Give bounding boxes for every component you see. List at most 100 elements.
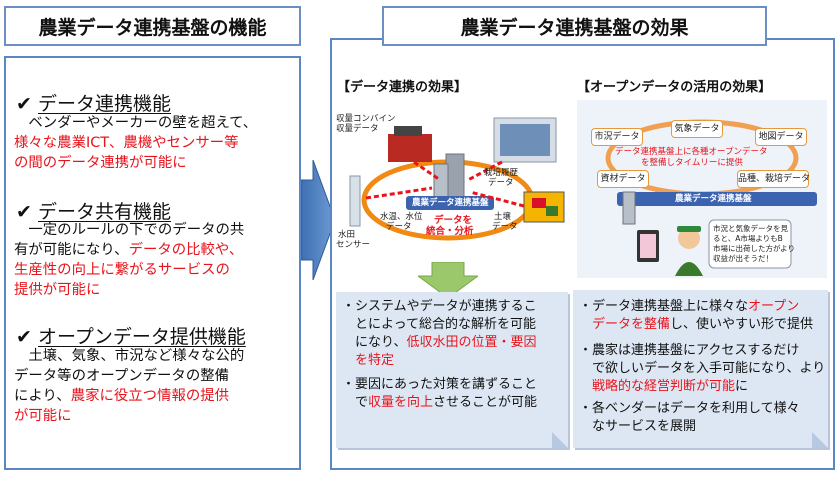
right-title: 農業データ連携基盤の効果 <box>382 6 767 46</box>
effect2-title: 【オープンデータの活用の効果】 <box>577 80 772 95</box>
integrate-label: データを <box>434 215 473 226</box>
section-body: 土壌、気象、市況など様々な公的データ等のオープンデータの整備により、農家に役立つ… <box>14 346 292 426</box>
section-body: ベンダーやメーカーの壁を超えて、様々な農業ICT、農機やセンサー等の間のデータ連… <box>14 113 292 173</box>
water-label: データ <box>386 222 412 232</box>
body-text: させることが可能 <box>433 395 538 410</box>
highlight-text: の間のデータ連携が可能に <box>14 155 187 171</box>
text-line: が可能に <box>14 406 292 426</box>
down-arrow-icon <box>416 261 480 302</box>
text-line: 有が可能になり、データの比較や、 <box>14 240 292 260</box>
section-title-text: データ共有機能 <box>38 201 172 223</box>
section-title-data-linkage: ✔ データ連携機能 <box>16 89 171 116</box>
right-title-text: 農業データ連携基盤の効果 <box>460 16 689 39</box>
highlight-text: 収量を向上 <box>368 395 434 410</box>
section-title-text: オープンデータ提供機能 <box>38 326 246 348</box>
center-label: を整備しタイムリーに提供 <box>641 158 743 168</box>
text-line: データ等のオープンデータの整備 <box>14 366 292 386</box>
body-text: ・農家は連携基盤にアクセスするだけ <box>579 343 800 358</box>
body-text: ・システムやデータが連携するこ <box>342 299 537 314</box>
harvest-label: 収量データ <box>336 124 379 134</box>
text-line: なサービスを展開 <box>579 418 825 436</box>
market-data-pill: 市況データ <box>591 128 643 146</box>
body-text: 土壌、気象、市況など様々な公的 <box>14 348 245 364</box>
effect1-bullet: ・システムやデータが連携するこ とによって総合的な解析を可能 になり、低収水田の… <box>342 298 564 370</box>
body-text: に <box>735 379 749 394</box>
data-linkage-diagram-svg <box>349 117 565 241</box>
highlight-text: 低収水田の位置・要因 <box>406 335 537 350</box>
data-linkage-diagram: 収量コンバイン 収量データ 栽培履歴 データ 水温、水位 データ 土壌 データ … <box>336 112 568 262</box>
history-label: データ <box>488 178 514 188</box>
effect1-note: ・システムやデータが連携するこ とによって総合的な解析を可能 になり、低収水田の… <box>336 292 568 448</box>
text-line: 様々な農業ICT、農機やセンサー等 <box>14 133 292 153</box>
left-title-text: 農業データ連携基盤の機能 <box>38 16 267 39</box>
section-title-text: データ連携機能 <box>38 93 172 115</box>
platform-bar <box>406 196 494 210</box>
speech-line: 市場に出荷した方がより <box>713 244 795 253</box>
weather-data-pill: 気象データ <box>671 120 723 138</box>
body-text: により、 <box>14 388 71 404</box>
sensor-label: センサー <box>336 240 371 250</box>
combine-harvester-icon <box>388 134 432 162</box>
integrate-label: 統合・分析 <box>426 226 474 237</box>
server-icon <box>622 191 636 225</box>
effect1-title: 【データ連携の効果】 <box>337 80 468 95</box>
open-data-diagram-svg <box>605 119 817 276</box>
highlight-text: を特定 <box>342 353 395 368</box>
water-label: 水温、水位 <box>380 212 423 222</box>
left-title: 農業データ連携基盤の機能 <box>4 6 301 46</box>
speech-line: 市況と気象データを見 <box>713 224 788 233</box>
platform-bar-2 <box>617 192 817 206</box>
text-line: になり、低収水田の位置・要因 <box>342 334 564 352</box>
text-line: を特定 <box>342 352 564 370</box>
text-line: ・農家は連携基盤にアクセスするだけ <box>579 342 825 360</box>
highlight-text: 提供が可能に <box>14 282 101 298</box>
body-text: で <box>342 395 369 410</box>
effect1-bullet: ・要因にあった対策を講ずること で収量を向上させることが可能 <box>342 376 564 412</box>
map-data-pill: 地図データ <box>755 128 807 146</box>
text-line: ・システムやデータが連携するこ <box>342 298 564 316</box>
history-label: 栽培履歴 <box>484 168 519 178</box>
body-text: ベンダーやメーカーの壁を超えて、 <box>14 115 258 131</box>
highlight-text: データを整備 <box>579 317 671 332</box>
text-line: 提供が可能に <box>14 280 292 300</box>
soil-label: データ <box>492 222 518 232</box>
speech-line: 収益が出そうだ！ <box>713 254 773 263</box>
text-line: ・データ連携基盤上に様々なオープン <box>579 298 825 316</box>
text-line: 一定のルールの下でのデータの共 <box>14 220 292 240</box>
body-text: ・データ連携基盤上に様々な <box>579 299 749 314</box>
center-label: データ連携基盤上に各種オープンデータ <box>615 147 768 157</box>
body-text: データ等のオープンデータの整備 <box>14 368 229 384</box>
open-data-diagram: 市況データ 気象データ 地図データ 資材データ 品種、栽培データ データ連携基盤… <box>577 100 827 278</box>
body-text: になり、 <box>342 335 407 350</box>
body-text: し、使いやすい形で提供 <box>670 317 814 332</box>
check-icon: ✔ <box>16 326 32 348</box>
section-body: 一定のルールの下でのデータの共有が可能になり、データの比較や、生産性の向上に繋が… <box>14 220 292 300</box>
body-text: なサービスを展開 <box>579 419 697 434</box>
variety-data-pill: 品種、栽培データ <box>737 170 810 188</box>
text-line: 戦略的な経営判断が可能に <box>579 378 825 396</box>
effect2-note: ・データ連携基盤上に様々なオープン データを整備し、使いやすい形で提供 ・農家は… <box>573 290 828 448</box>
text-line: ベンダーやメーカーの壁を超えて、 <box>14 113 292 133</box>
server-icon <box>445 153 465 201</box>
highlight-text: 様々な農業ICT、農機やセンサー等 <box>14 135 239 151</box>
farmer-icon <box>678 227 700 249</box>
effect2-bullet: ・農家は連携基盤にアクセスするだけ で欲しいデータを入手可能になり、より 戦略的… <box>579 342 825 396</box>
text-line: 生産性の向上に繋がるサービスの <box>14 260 292 280</box>
body-text: で欲しいデータを入手可能になり、より <box>579 361 826 376</box>
body-text: ・要因にあった対策を講ずること <box>342 377 538 392</box>
check-icon: ✔ <box>16 93 32 115</box>
sensor-label: 水田 <box>338 230 356 240</box>
paddy-sensor-icon <box>349 175 361 227</box>
text-line: で欲しいデータを入手可能になり、より <box>579 360 825 378</box>
body-text <box>579 379 592 394</box>
highlight-text: オープン <box>748 299 800 314</box>
highlight-text: 戦略的な経営判断が可能 <box>592 379 736 394</box>
section-title-data-sharing: ✔データ共有機能 <box>16 197 171 224</box>
effect2-bullet: ・データ連携基盤上に様々なオープン データを整備し、使いやすい形で提供 <box>579 298 825 334</box>
material-data-pill: 資材データ <box>597 170 649 188</box>
text-line: ・各ベンダーはデータを利用して様々 <box>579 400 825 418</box>
text-line: で収量を向上させることが可能 <box>342 394 564 412</box>
highlight-text: 生産性の向上に繋がるサービスの <box>14 262 230 278</box>
note-fold <box>812 432 828 448</box>
body-text: とによって総合的な解析を可能 <box>342 317 536 332</box>
